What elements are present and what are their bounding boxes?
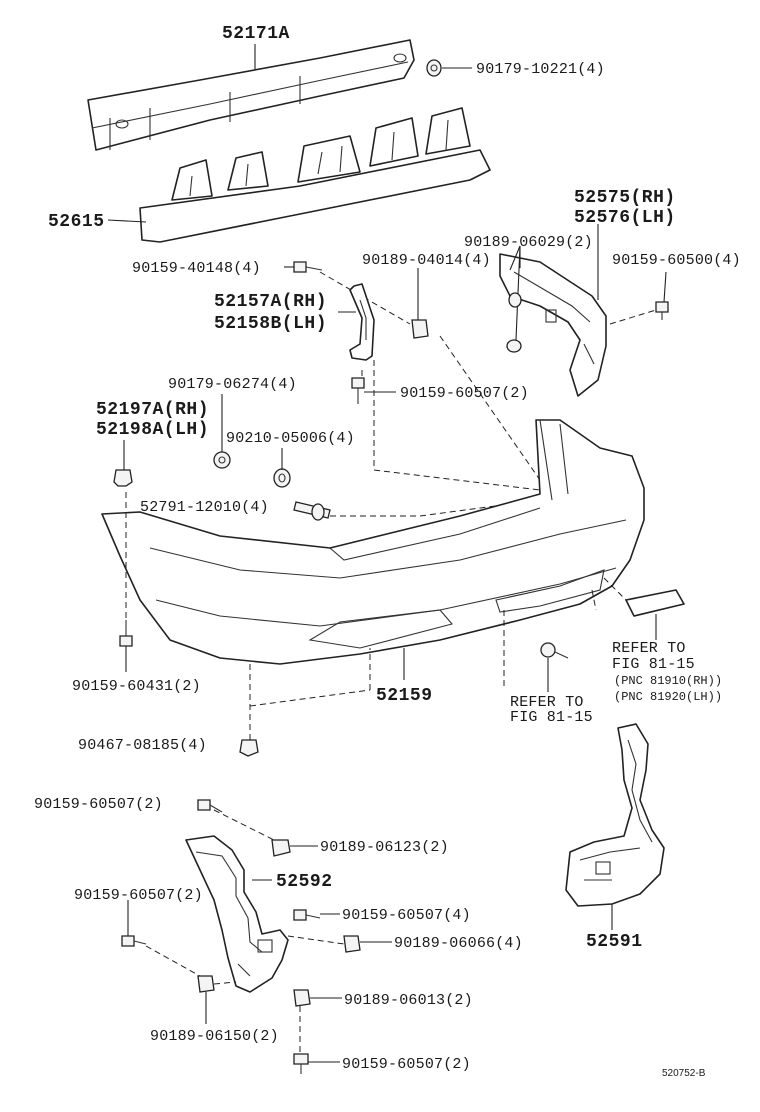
bumper-side-retainer-part[interactable] [499,253,607,397]
pnc-lh-text: (PNC 81920(LH)) [614,690,722,704]
dashed-guide [439,335,541,481]
energy-absorber-part[interactable] [139,107,491,243]
refer-to-text-2: REFER TO [510,694,584,711]
leader-line [107,219,147,223]
bumper-cover-part[interactable] [101,419,645,665]
clip-90189-06029-icon[interactable] [506,292,522,353]
clip-90189-06013-icon[interactable] [293,989,311,1007]
screw-90159-60507-e-icon[interactable] [293,1053,309,1074]
refer-fig-text-1: FIG 81-15 [612,656,695,673]
bumper-bracket-part[interactable] [349,283,375,361]
pnc-rh-text: (PNC 81910(RH)) [614,674,722,688]
dashed-guide [213,981,237,985]
leader-line [663,271,667,303]
dashed-guide [145,945,201,977]
part-label-90210-05006: 90210-05006(4) [226,430,355,447]
part-label-90189-06066: 90189-06066(4) [394,935,523,952]
part-label-52198a-lh: 52198A(LH) [96,420,209,440]
clip-90189-04014-icon[interactable] [411,319,429,339]
part-label-90159-60507-e: 90159-60507(2) [342,1056,471,1073]
clip-90467-08185-icon[interactable] [239,739,259,757]
part-label-52791-12010: 52791-12010(4) [140,499,269,516]
nut-90179-06274-icon[interactable] [213,451,231,469]
part-label-90179-06274: 90179-06274(4) [168,376,297,393]
part-label-90179-10221: 90179-10221(4) [476,61,605,78]
part-label-52576-lh: 52576(LH) [574,208,676,228]
refer-fig-text-2: FIG 81-15 [510,709,593,726]
part-label-90159-60500: 90159-60500(4) [612,252,741,269]
part-label-90159-60507-a: 90159-60507(2) [400,385,529,402]
leader-line [509,245,521,271]
dashed-guide [591,589,597,611]
part-label-90189-04014: 90189-04014(4) [362,252,491,269]
part-label-52197a-rh: 52197A(RH) [96,400,209,420]
screw-90159-60507-b-icon[interactable] [197,799,223,813]
clip-90189-06066-icon[interactable] [343,935,361,953]
bolt-52791-12010-icon[interactable] [293,501,331,521]
dashed-guide [603,577,627,601]
part-label-52157a-rh: 52157A(RH) [214,292,327,312]
part-label-90189-06123: 90189-06123(2) [320,839,449,856]
nut-90179-10221-icon[interactable] [426,59,442,77]
screw-90159-60507-c-icon[interactable] [121,935,147,947]
bumper-reinforcement-part[interactable] [87,39,415,151]
part-label-52615: 52615 [48,212,105,232]
screw-refer-fig-icon[interactable] [540,642,569,659]
screw-90159-60507-d-icon[interactable] [293,909,321,921]
part-label-52158b-lh: 52158B(LH) [214,314,327,334]
rear-reflector-icon[interactable] [625,589,685,617]
screw-90159-40148-icon[interactable] [293,261,323,273]
part-label-90189-06150: 90189-06150(2) [150,1028,279,1045]
screw-90159-60500-icon[interactable] [655,301,669,320]
part-label-90159-60507-d: 90159-60507(4) [342,907,471,924]
mudguard-52591-part[interactable] [565,723,665,907]
part-label-90189-06029: 90189-06029(2) [464,234,593,251]
part-label-90189-06013: 90189-06013(2) [344,992,473,1009]
part-label-52592: 52592 [276,872,333,892]
washer-90210-05006-icon[interactable] [273,468,291,488]
dashed-guide [213,809,275,841]
screw-90159-60507-icon[interactable] [351,377,365,404]
screw-90159-60431-icon[interactable] [119,620,133,647]
part-label-52575-rh: 52575(RH) [574,188,676,208]
dashed-guide [609,309,657,325]
leader-line [515,245,521,341]
part-label-90467-08185: 90467-08185(4) [78,737,207,754]
part-label-52171a: 52171A [222,24,290,44]
bumper-retainer-52197a-icon[interactable] [113,469,133,487]
part-label-90159-60507-c: 90159-60507(2) [74,887,203,904]
part-label-90159-40148: 90159-40148(4) [132,260,261,277]
part-label-90159-60431: 90159-60431(2) [72,678,201,695]
clip-90189-06150-icon[interactable] [197,975,215,993]
refer-to-text-1: REFER TO [612,640,686,657]
dashed-guide [373,469,541,491]
part-label-52159: 52159 [376,686,433,706]
part-label-90159-60507-b: 90159-60507(2) [34,796,163,813]
figure-code: 520752-B [662,1068,706,1079]
dashed-guide [249,689,371,707]
clip-90189-06123-icon[interactable] [271,839,291,857]
mudguard-52592-part[interactable] [185,835,289,993]
part-label-52591: 52591 [586,932,643,952]
dashed-guide [287,935,345,945]
